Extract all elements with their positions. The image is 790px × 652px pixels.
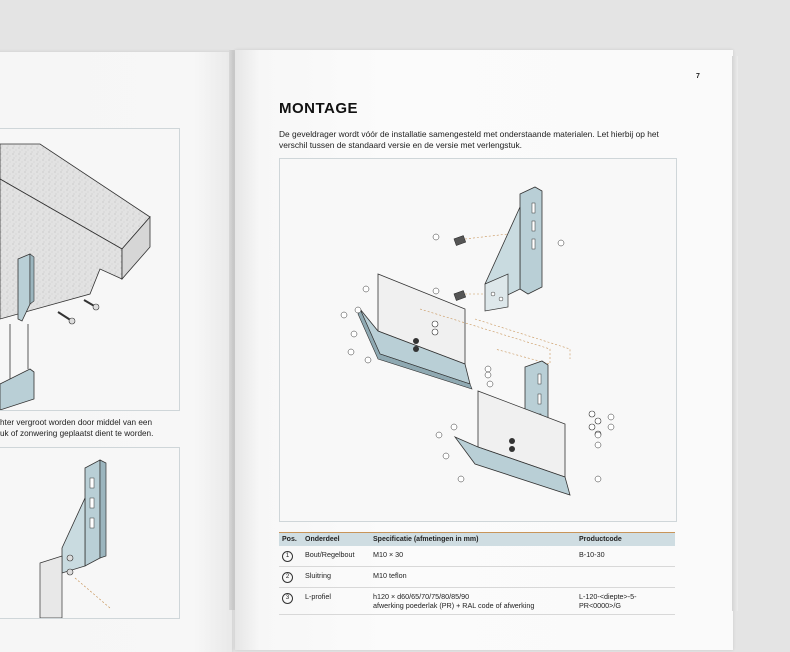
left-caption: hter vergroot worden door middel van een… [0, 417, 180, 439]
header-spec: Specificatie (afmetingen in mm) [370, 532, 576, 546]
part-name: Sluitring [302, 566, 370, 588]
upper-bracket-illustration [484, 186, 543, 312]
parts-table: Pos. Onderdeel Specificatie (afmetingen … [279, 532, 675, 615]
part-spec: h120 × d60/65/70/75/80/85/90 [373, 592, 470, 601]
lower-l-profile [453, 390, 571, 496]
part-code: L-120-<diepte>-5- [579, 592, 637, 601]
part-spec-detail: afwerking poederlak (PR) + RAL code of a… [373, 601, 535, 610]
left-illustration-slab [0, 128, 180, 411]
table-row: 1 Bout/Regelbout M10 × 30 B-10-30 [279, 546, 675, 567]
part-code: B-10-30 [576, 546, 675, 567]
upper-l-profile [357, 273, 473, 390]
book-spine [229, 50, 237, 610]
table-header-row: Pos. Onderdeel Specificatie (afmetingen … [279, 532, 675, 546]
pos-badge: 2 [282, 572, 293, 583]
pos-badge: 3 [282, 593, 293, 604]
left-caption-line2: uk of zonwering geplaatst dient te worde… [0, 429, 154, 438]
assembly-diagram [279, 158, 677, 522]
header-part: Onderdeel [302, 532, 370, 546]
part-name: L-profiel [302, 587, 370, 615]
left-illustration-bracket [0, 447, 180, 619]
bolts-top [453, 233, 509, 301]
intro-paragraph: De geveldrager wordt vóór de installatie… [279, 129, 659, 150]
part-spec: M10 × 30 [370, 546, 576, 567]
pos-badge: 1 [282, 551, 293, 562]
part-code [576, 566, 675, 588]
part-code-detail: PR<0000>/G [579, 601, 621, 610]
header-pos: Pos. [279, 532, 302, 546]
table-row: 2 Sluitring M10 teflon [279, 566, 675, 588]
header-code: Productcode [576, 532, 675, 546]
section-title: MONTAGE [279, 100, 359, 117]
table-row: 3 L-profiel h120 × d60/65/70/75/80/85/90… [279, 587, 675, 615]
left-caption-line1: hter vergroot worden door middel van een [0, 418, 153, 427]
page-number: 7 [696, 73, 700, 80]
part-name: Bout/Regelbout [302, 546, 370, 567]
part-spec: M10 teflon [370, 566, 576, 588]
page-edge [732, 56, 738, 611]
